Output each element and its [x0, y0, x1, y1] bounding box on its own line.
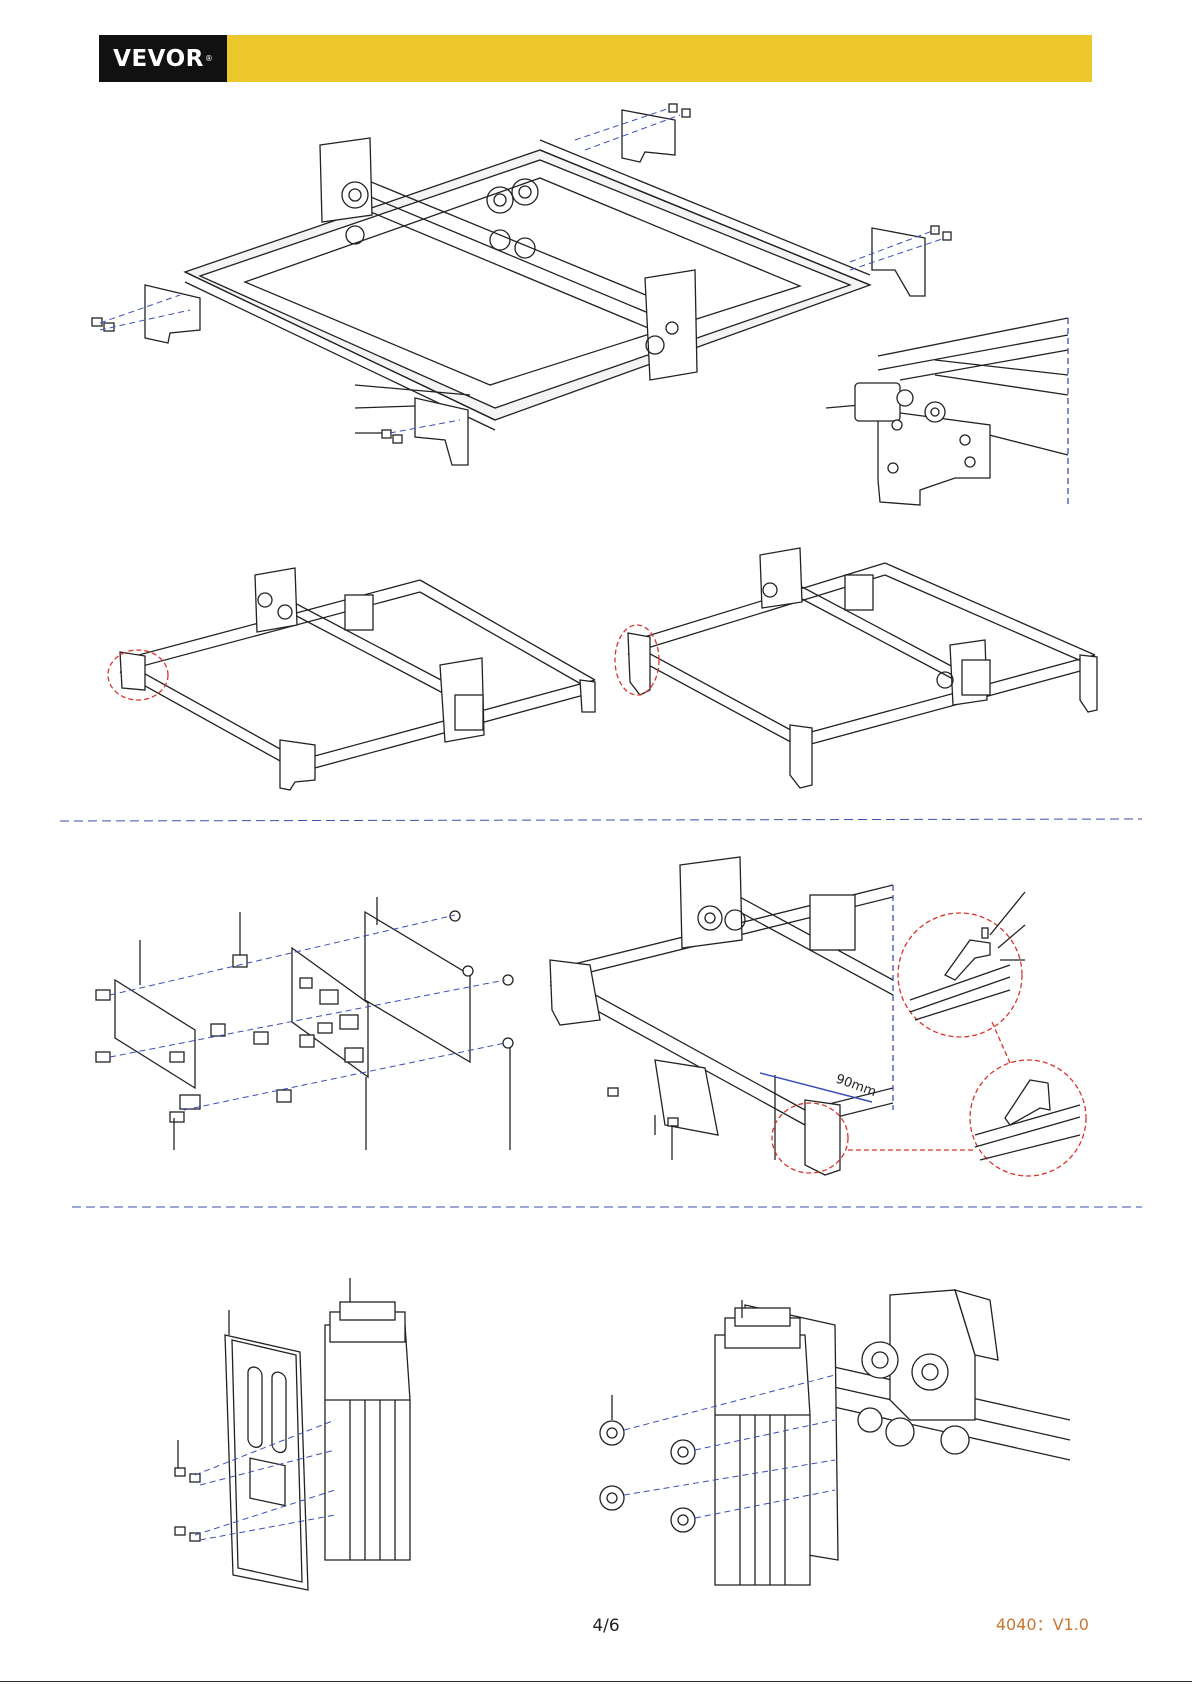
- figure-zoom-callouts: [848, 892, 1086, 1176]
- figure-board-mounting: [550, 857, 893, 1175]
- figure-laser-carriage: [600, 1290, 1070, 1585]
- dimension-label: 90mm: [834, 1072, 878, 1100]
- figure-frame-exploded: [92, 104, 951, 465]
- section-separator-1: [60, 819, 1142, 821]
- figure-frame-left-view: [108, 568, 595, 790]
- bottom-rule: [0, 1681, 1192, 1682]
- bottom-tick: [1080, 1681, 1090, 1682]
- figure-control-board: [96, 897, 513, 1150]
- page-number: 4/6: [576, 1616, 636, 1636]
- version-label: 4040：V1.0: [996, 1611, 1089, 1635]
- figure-corner-detail: [855, 318, 1068, 505]
- figure-laser-plate: [175, 1278, 410, 1590]
- figure-frame-right-view: [615, 548, 1097, 788]
